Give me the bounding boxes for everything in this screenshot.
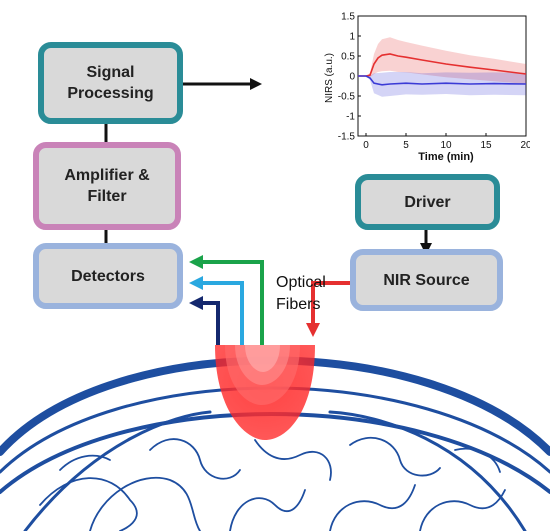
amplifier-filter-box: Amplifier & Filter [33, 142, 181, 230]
fiber-red-arrow [306, 281, 350, 337]
detectors-label: Detectors [71, 267, 145, 285]
chart-y-tick-label: 0.5 [341, 52, 355, 63]
chart-x-tick-label: 0 [363, 140, 369, 151]
amplifier-filter-label: Amplifier & Filter [64, 167, 150, 205]
chart-series-line-0 [358, 53, 527, 77]
optical-fibers-line2: Fibers [276, 296, 321, 313]
chart-lines [358, 53, 527, 86]
nirs-time-chart: -1.5 -1 -0.5 0 0.5 1 1.5 0 5 10 15 20 Time (min) NI… [324, 12, 530, 164]
chart-x-tick-label: 20 [520, 140, 530, 151]
chart-series-line-1 [358, 75, 527, 86]
optical-fibers-line1: Optical [276, 274, 326, 291]
signal-processing-label: Signal Processing [67, 64, 154, 102]
light-path-region [215, 345, 315, 440]
chart-bands [358, 37, 526, 97]
chart-x-tick-label: 15 [480, 140, 492, 151]
chart-series-band-0 [358, 37, 526, 84]
chart-axes: -1.5 -1 -0.5 0 0.5 1 1.5 0 5 10 15 20 [338, 12, 530, 152]
nir-source-label: NIR Source [383, 271, 470, 289]
chart-y-tick-label: -1 [346, 112, 355, 123]
chart-y-tick-label: -0.5 [338, 92, 356, 103]
fiber-green-arrow [189, 255, 264, 345]
chart-y-tick-label: 0 [349, 72, 355, 83]
chart-y-tick-label: 1 [349, 32, 355, 43]
fiber-cyan-arrow [189, 276, 244, 345]
chart-x-axis-label: Time (min) [418, 151, 474, 163]
optical-fibers-label: Optical Fibers [276, 272, 326, 316]
signal-processing-box: Signal Processing [38, 42, 183, 124]
driver-box: Driver [355, 174, 500, 230]
chart-y-axis-label: NIRS (a.u.) [324, 53, 335, 103]
chart-y-tick-label: -1.5 [338, 132, 356, 143]
nir-source-box: NIR Source [350, 249, 503, 311]
chart-x-tick-label: 5 [403, 140, 409, 151]
chart-series-band-1 [358, 72, 526, 97]
chart-y-tick-label: 1.5 [341, 12, 355, 23]
detectors-box: Detectors [33, 243, 183, 309]
chart-x-tick-label: 10 [440, 140, 452, 151]
driver-label: Driver [404, 193, 451, 211]
fiber-navy-arrow [189, 296, 220, 345]
